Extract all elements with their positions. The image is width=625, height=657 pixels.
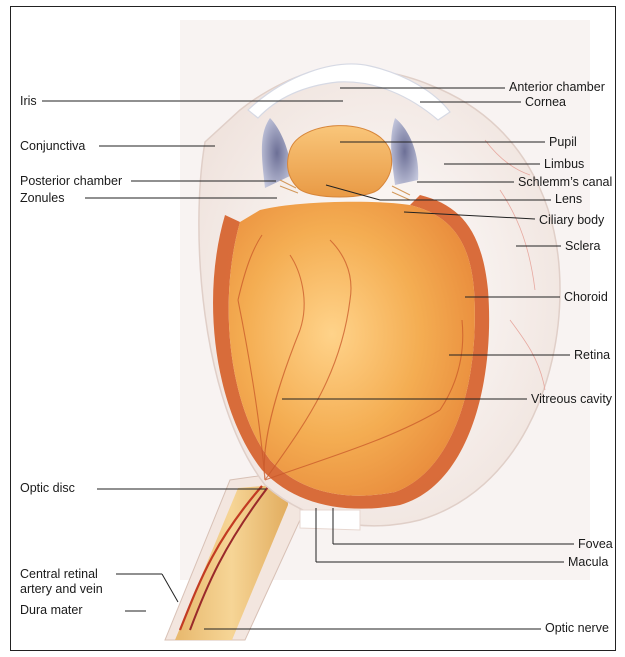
label-optic-nerve: Optic nerve xyxy=(545,621,609,636)
label-fovea: Fovea xyxy=(578,537,613,552)
label-limbus: Limbus xyxy=(544,157,584,172)
lens-shape xyxy=(288,126,392,197)
label-vitreous-cavity: Vitreous cavity xyxy=(531,392,612,407)
label-sclera: Sclera xyxy=(565,239,600,254)
label-dura-mater: Dura mater xyxy=(20,603,83,618)
label-choroid: Choroid xyxy=(564,290,608,305)
label-optic-disc: Optic disc xyxy=(20,481,75,496)
label-ciliary-body: Ciliary body xyxy=(539,213,604,228)
label-anterior-chamber: Anterior chamber xyxy=(509,80,605,95)
label-macula: Macula xyxy=(568,555,608,570)
label-pupil: Pupil xyxy=(549,135,577,150)
label-iris: Iris xyxy=(20,94,37,109)
label-lens: Lens xyxy=(555,192,582,207)
label-conjunctiva: Conjunctiva xyxy=(20,139,85,154)
label-retina: Retina xyxy=(574,348,610,363)
label-posterior-chamber: Posterior chamber xyxy=(20,174,122,189)
sclera-cut-face xyxy=(300,510,360,530)
label-zonules: Zonules xyxy=(20,191,64,206)
label-cornea: Cornea xyxy=(525,95,566,110)
label-central-retinal-artery-vein: Central retinal artery and vein xyxy=(20,567,120,597)
label-schlemms-canal: Schlemm’s canal xyxy=(518,175,612,190)
